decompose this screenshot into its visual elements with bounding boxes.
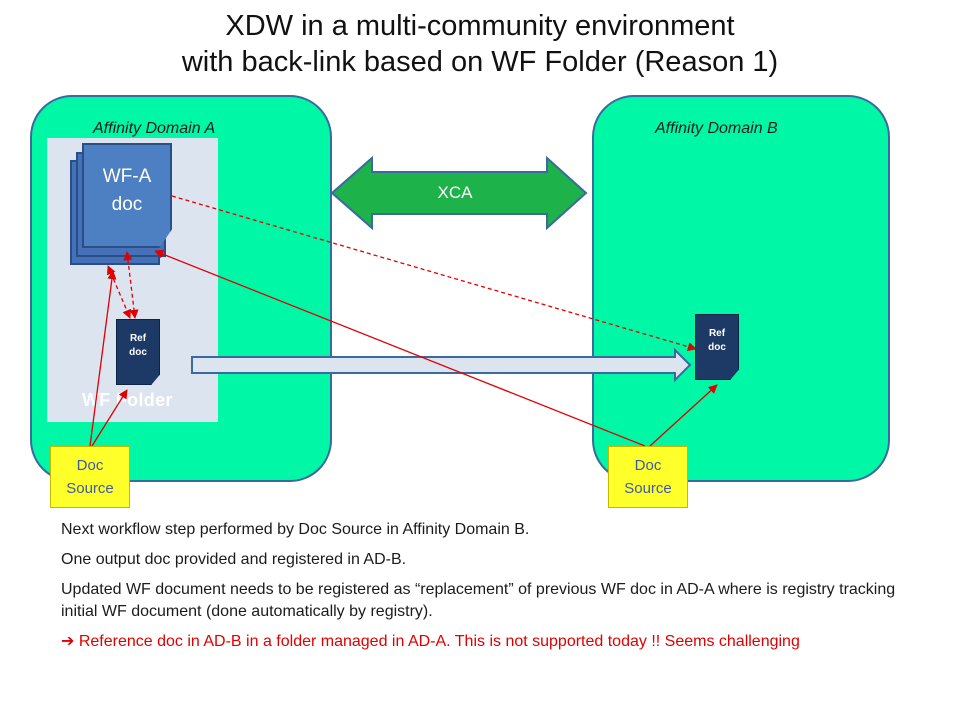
slide-title: XDW in a multi-community environment wit…: [0, 8, 960, 80]
wf-a-doc-line-2: doc: [111, 194, 143, 215]
doc-source-a: Doc Source: [50, 446, 130, 508]
note-line-4-text: Reference doc in AD-B in a folder manage…: [74, 633, 800, 650]
link-source-b-to-ref-doc-b: [649, 384, 718, 447]
affinity-domain-b-label: Affinity Domain B: [655, 120, 778, 137]
affinity-domain-a-label: Affinity Domain A: [93, 120, 216, 137]
title-line-1: XDW in a multi-community environment: [225, 10, 735, 42]
doc-source-b: Doc Source: [608, 446, 688, 508]
note-line-1: Next workflow step performed by Doc Sour…: [61, 521, 530, 538]
ref-doc-a: Ref doc: [116, 319, 160, 385]
affinity-domain-b: [592, 95, 890, 482]
dashed-wf-doc-to-ref-doc-a-1: [107, 265, 131, 319]
xca-double-arrow: [330, 155, 588, 231]
doc-source-b-line-2: Source: [624, 480, 672, 497]
wf-folder-label: WF Folder: [82, 390, 173, 410]
notes-block: Next workflow step performed by Doc Sour…: [61, 519, 931, 661]
ref-doc-a-line-1: Ref: [129, 333, 147, 344]
note-line-3: Updated WF document needs to be register…: [61, 581, 896, 620]
dashed-wf-doc-to-ref-doc-b: [171, 195, 697, 352]
ref-doc-b-line-1: Ref: [708, 328, 726, 339]
ref-doc-b-line-2: doc: [708, 342, 726, 353]
wf-a-doc-line-1: WF-A: [102, 166, 152, 187]
doc-source-a-line-2: Source: [66, 480, 114, 497]
wf-a-doc: WF-A doc: [82, 143, 172, 248]
ref-doc-a-line-2: doc: [129, 347, 147, 358]
doc-source-a-line-1: Doc: [76, 457, 104, 474]
link-source-a-to-ref-doc-a: [91, 389, 128, 447]
note-line-2: One output doc provided and registered i…: [61, 551, 407, 568]
ref-doc-b: Ref doc: [695, 314, 739, 380]
link-source-b-to-wf-doc: [154, 249, 646, 447]
arrow-right-icon: ➔: [61, 633, 75, 650]
title-line-2: with back-link based on WF Folder (Reaso…: [181, 46, 779, 78]
xca-label: XCA: [437, 183, 473, 202]
doc-source-b-line-1: Doc: [634, 457, 662, 474]
dashed-wf-doc-to-ref-doc-a-2: [123, 251, 139, 319]
note-line-4: ➔ Reference doc in AD-B in a folder mana…: [61, 631, 931, 653]
link-source-a-to-wf-doc: [89, 270, 117, 447]
